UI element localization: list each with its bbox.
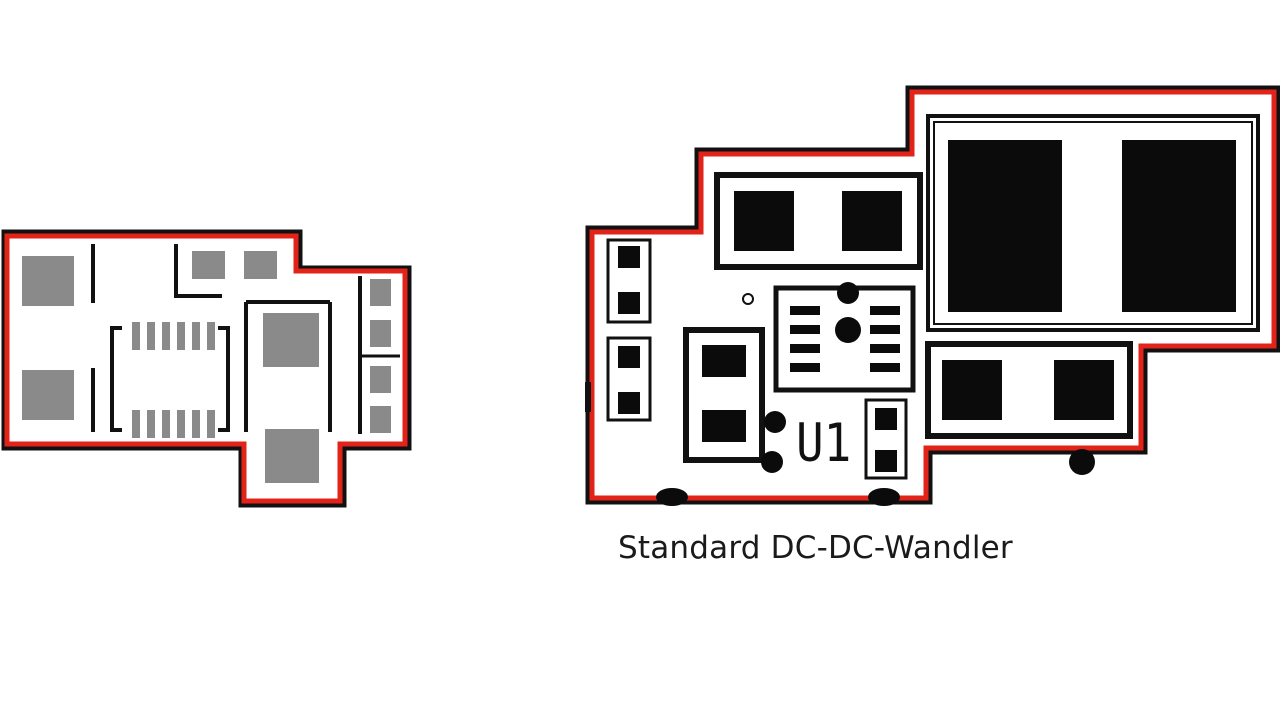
standard-ic-pins-right — [870, 306, 900, 372]
standard-ic-via-center — [835, 317, 861, 343]
standard-pad-lower-left-b — [702, 410, 746, 442]
compact-ic-pins-bottom — [132, 410, 215, 438]
standard-silk-small-resistor — [864, 398, 908, 480]
standard-edge-via-bottom-2 — [868, 488, 900, 506]
compact-pad-top-b — [244, 251, 277, 279]
standard-pad-left-1 — [618, 246, 640, 268]
compact-ic-bracket-left — [110, 326, 122, 432]
standard-ic-pins-left — [790, 306, 820, 372]
standard-pad-top-cap-b — [842, 191, 902, 251]
standard-silk-left-pair-bottom — [606, 336, 652, 422]
compact-pad-left-top — [22, 256, 74, 306]
compact-pad-center-top — [263, 313, 319, 367]
standard-pad-lower-left-a — [702, 345, 746, 377]
standard-via-lower-2 — [761, 451, 783, 473]
standard-pad-inductor-b — [1122, 140, 1236, 312]
compact-pad-right-3 — [370, 366, 391, 393]
compact-ic-pins-top — [132, 322, 215, 350]
compact-silk-inductor-outline — [244, 300, 332, 432]
compact-board-outline-black — [1, 229, 412, 508]
standard-pad-left-3 — [618, 346, 640, 368]
standard-edge-via-right — [1069, 449, 1095, 475]
standard-silk-top-capacitor — [714, 172, 923, 270]
standard-board-outline-red — [589, 89, 1277, 501]
standard-pad-left-2 — [618, 292, 640, 314]
compact-converter-footprint — [1, 229, 412, 508]
compact-ic-bracket-right — [218, 326, 230, 432]
standard-pad-top-cap-a — [734, 191, 794, 251]
compact-board-outline-red — [4, 233, 408, 504]
standard-silk-inductor-inner — [933, 121, 1253, 325]
standard-via-lower-1 — [764, 411, 786, 433]
standard-pad-lower-cap-b — [1054, 360, 1114, 420]
standard-pad-lower-cap-a — [942, 360, 1002, 420]
compact-pad-center-bottom — [265, 429, 319, 483]
standard-silk-left-pair-top — [606, 238, 652, 324]
standard-pad-small-resistor-b — [875, 450, 897, 472]
standard-silk-lower-left-component — [683, 327, 765, 463]
compact-pad-top-a — [192, 251, 225, 279]
standard-pad-inductor-a — [948, 140, 1062, 312]
standard-converter-footprint: U1 — [585, 85, 1280, 506]
compact-pad-right-2 — [370, 320, 391, 347]
compact-pad-left-bottom — [22, 370, 74, 420]
standard-pad-small-resistor-a — [875, 408, 897, 430]
compact-silk-top-bracket — [174, 244, 222, 298]
standard-board-outline-black — [585, 85, 1280, 505]
standard-silk-lower-capacitor — [925, 341, 1133, 439]
standard-pad-left-4 — [618, 392, 640, 414]
figure-caption: Standard DC-DC-Wandler — [618, 530, 1013, 566]
compact-pad-right-4 — [370, 406, 391, 433]
standard-edge-via-bottom-1 — [656, 488, 688, 506]
compact-pad-right-1 — [370, 279, 391, 306]
standard-edge-tab — [585, 382, 591, 412]
standard-silk-inductor-outer — [926, 114, 1260, 332]
standard-ic-via-top — [837, 282, 859, 304]
standard-ic-pin1-marker — [742, 293, 754, 305]
standard-silk-label-u1: U1 — [796, 412, 851, 474]
